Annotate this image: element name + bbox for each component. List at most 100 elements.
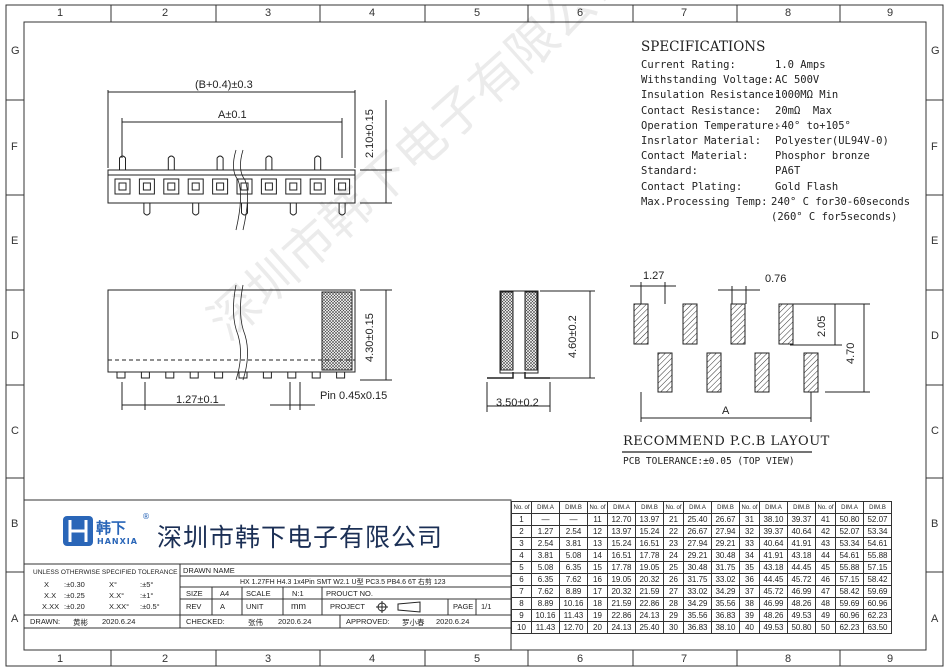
- spec-value: 1000MΩ Min: [775, 89, 839, 102]
- top-contact-cell: [212, 178, 229, 195]
- tolerance-cell: :±0.5°: [140, 602, 160, 611]
- pcb-pad-bottom: [657, 352, 673, 393]
- pcb-pitch-label: 1.27: [643, 270, 665, 282]
- drawn-name: HX 1.27FH H4.3 1x4Pin SMT W2.1 U型 PC3.5 …: [240, 579, 446, 586]
- logo-cn: 韩下: [96, 519, 127, 537]
- spec-label: Max.Processing Temp:: [641, 195, 768, 208]
- top-pin-lead: [289, 203, 297, 216]
- ruler-row-G-left: G: [11, 45, 20, 57]
- top-contact-cell: [334, 178, 351, 195]
- spec-label: Contact Resistance:: [641, 104, 762, 117]
- spec-label: Withstanding Voltage:: [641, 74, 774, 87]
- pitch-dim: 1.27±0.1: [176, 394, 219, 406]
- size-label: SIZE: [186, 589, 203, 598]
- top-contact-cell: [163, 178, 180, 195]
- ruler-row-A-right: A: [931, 613, 939, 625]
- pcb-pad-bottom: [754, 352, 770, 393]
- spec-value: (260° C for5seconds): [771, 211, 898, 223]
- spec-value: -40° to+105°: [775, 119, 851, 132]
- pcb-layout-title: RECOMMEND P.C.B LAYOUT: [623, 434, 830, 449]
- side-pin-foot: [116, 371, 126, 379]
- spec-label: Contact Plating:: [641, 180, 743, 193]
- spec-title: SPECIFICATIONS: [641, 39, 766, 55]
- ruler-col-4-bottom: 4: [369, 653, 376, 665]
- top-pin-lead: [216, 155, 224, 170]
- drawn-by: 黄彬: [73, 618, 88, 627]
- top-pin-lead: [338, 203, 346, 216]
- pcb-pad-top: [778, 303, 794, 345]
- ruler-col-1-bottom: 1: [57, 653, 64, 665]
- scale-label: SCALE: [246, 589, 271, 598]
- dim-table-cell: 25.40: [635, 621, 664, 634]
- dim-table-cell: 11.43: [531, 621, 560, 634]
- ruler-row-C-left: C: [11, 425, 19, 437]
- spec-label: Operation Temperature:: [641, 119, 781, 132]
- top-contact-cell: [187, 178, 204, 195]
- spec-label: Standard:: [641, 165, 698, 178]
- top-contact-hole: [216, 182, 225, 191]
- scale-value: N:1: [292, 589, 304, 598]
- checked-by: 张伟: [248, 618, 263, 627]
- dim-table-cell: 12.70: [559, 621, 588, 634]
- ruler-row-F-right: F: [931, 141, 938, 153]
- spec-value: Phosphor bronze: [775, 150, 870, 163]
- tolerance-cell: X°: [109, 580, 118, 589]
- top-pin-lead: [241, 203, 248, 216]
- tolerance-cell: X.X°: [109, 591, 125, 600]
- pcb-pad-bottom: [706, 352, 722, 393]
- side-view: [107, 284, 392, 410]
- logo-mark: [63, 516, 93, 546]
- pcb-pad-width-label: 0.76: [765, 273, 787, 285]
- spec-value: Gold Flash: [775, 180, 839, 193]
- ruler-col-4-top: 4: [369, 7, 376, 19]
- tolerance-cell: :±5°: [140, 580, 154, 589]
- drawn-date: 2020.6.24: [102, 617, 136, 626]
- top-contact-hole: [338, 182, 347, 191]
- ruler-row-C-right: C: [931, 425, 939, 437]
- rev-label: REV: [186, 602, 202, 611]
- ruler-row-B-right: B: [931, 518, 939, 530]
- top-contact-hole: [313, 182, 322, 191]
- spec-value: Polyester(UL94V-0): [775, 135, 889, 147]
- spec-label: Insrlator Material:: [641, 135, 762, 147]
- ruler-col-7-top: 7: [681, 7, 688, 19]
- overall-width-dim: (B+0.4)±0.3: [195, 79, 253, 91]
- logo-en: HANXIA: [97, 537, 138, 546]
- tolerance-cell: :±1°: [140, 591, 154, 600]
- tolerance-cell: X: [44, 580, 50, 589]
- pcb-span-label: A: [722, 405, 730, 417]
- dim-table-cell: 63.50: [863, 621, 892, 634]
- side-pin-foot: [189, 371, 199, 379]
- ruler-row-D-left: D: [11, 330, 19, 342]
- top-contact-hole: [118, 182, 127, 191]
- spec-label: Contact Material:: [641, 150, 749, 163]
- spec-value: 240° C for30-60seconds: [771, 195, 911, 208]
- size-value: A4: [220, 589, 230, 598]
- rev-value: A: [220, 602, 226, 611]
- mechanical-drawing: [107, 90, 870, 453]
- ruler-col-8-bottom: 8: [785, 653, 792, 665]
- ruler-col-6-bottom: 6: [577, 653, 584, 665]
- end-width-dim: 3.50±0.2: [496, 397, 539, 409]
- ruler-col-2-top: 2: [162, 7, 169, 19]
- tolerance-cell: X.X: [44, 591, 57, 600]
- ruler-row-A-left: A: [11, 613, 19, 625]
- top-contact-hole: [240, 182, 249, 191]
- dim-table-cell: 38.10: [711, 621, 740, 634]
- top-contact-hole: [264, 182, 273, 191]
- top-contact-hole: [191, 182, 200, 191]
- spec-value: 1.0 Amps: [775, 59, 826, 71]
- tolerance-cell: X.XX: [42, 602, 60, 611]
- side-pin-foot: [287, 371, 297, 379]
- top-pin-lead: [192, 203, 200, 216]
- spec-value: PA6T: [775, 165, 801, 178]
- ruler-row-E-right: E: [931, 235, 939, 247]
- top-contact-hole: [289, 182, 298, 191]
